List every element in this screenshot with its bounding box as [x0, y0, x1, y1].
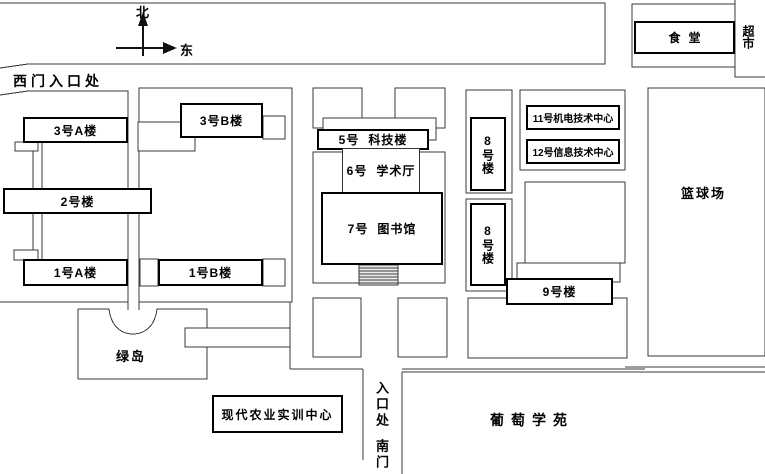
south-gate-label: 南门 — [374, 439, 389, 471]
grape-garden-label: 葡萄学苑 — [490, 412, 574, 428]
compass-icon — [116, 12, 177, 56]
west-gate-label: 西门入口处 — [13, 73, 103, 89]
building-7-library: 7号 图书馆 — [321, 192, 443, 265]
building-3a: 3号A楼 — [23, 117, 128, 143]
basketball-court-label: 篮球场 — [681, 186, 727, 201]
building-6-name: 学术厅 — [376, 164, 416, 178]
building-1b: 1号B楼 — [158, 259, 263, 286]
building-7-name: 图书馆 — [377, 222, 417, 236]
building-11-mechatronics-center: 11号机电技术中心 — [526, 105, 620, 130]
top-road-outline — [0, 2, 606, 69]
building-6-lecture-hall: 6号 学术厅 — [342, 148, 420, 193]
building-5-science: 5号 科技楼 — [317, 129, 429, 150]
building-12-label: 12号信息技术中心 — [532, 148, 614, 159]
building-3b-label: 3号B楼 — [199, 114, 244, 128]
compass-east-label: 东 — [180, 43, 194, 58]
green-island-label: 绿岛 — [116, 349, 147, 364]
building8-containers-outline — [465, 89, 513, 292]
building-8-south-label: 8号楼 — [480, 224, 495, 265]
compass-north-label: 北 — [136, 5, 150, 20]
building-8-north: 8号楼 — [470, 117, 506, 191]
building-7-number: 7号 — [347, 222, 369, 236]
canteen-block-outline — [631, 0, 765, 78]
building-5-number: 5号 — [338, 133, 360, 147]
building-8-south: 8号楼 — [470, 203, 506, 286]
building-6-number: 6号 — [346, 164, 368, 178]
building-2: 2号楼 — [3, 188, 152, 214]
building-9: 9号楼 — [506, 278, 613, 305]
basketball-court-outline — [647, 87, 765, 357]
building-5-name: 科技楼 — [368, 133, 408, 147]
building-3a-label: 3号A楼 — [53, 123, 98, 138]
building-12-information-center: 12号信息技术中心 — [526, 139, 620, 164]
building-1b-label: 1号B楼 — [188, 266, 233, 280]
south-squares-outline — [312, 297, 448, 358]
building-11-label: 11号机电技术中心 — [532, 114, 614, 125]
canteen: 食堂 — [634, 21, 735, 54]
modern-agriculture-training-center: 现代农业实训中心 — [212, 395, 343, 433]
canteen-label: 食堂 — [668, 31, 709, 45]
building-1a: 1号A楼 — [23, 259, 128, 286]
building-2-label: 2号楼 — [60, 194, 95, 209]
building-1a-label: 1号A楼 — [53, 266, 98, 280]
south-entrance-label: 入口处 — [374, 381, 389, 429]
green-island-outline — [77, 308, 291, 380]
modern-agriculture-training-center-label: 现代农业实训中心 — [221, 407, 334, 422]
building-3b: 3号B楼 — [180, 103, 263, 138]
building-9-label: 9号楼 — [542, 285, 577, 299]
south-road-outline — [289, 302, 765, 474]
road-lines — [127, 302, 140, 310]
building-8-north-label: 8号楼 — [480, 133, 495, 175]
supermarket-label: 超市 — [741, 25, 755, 49]
